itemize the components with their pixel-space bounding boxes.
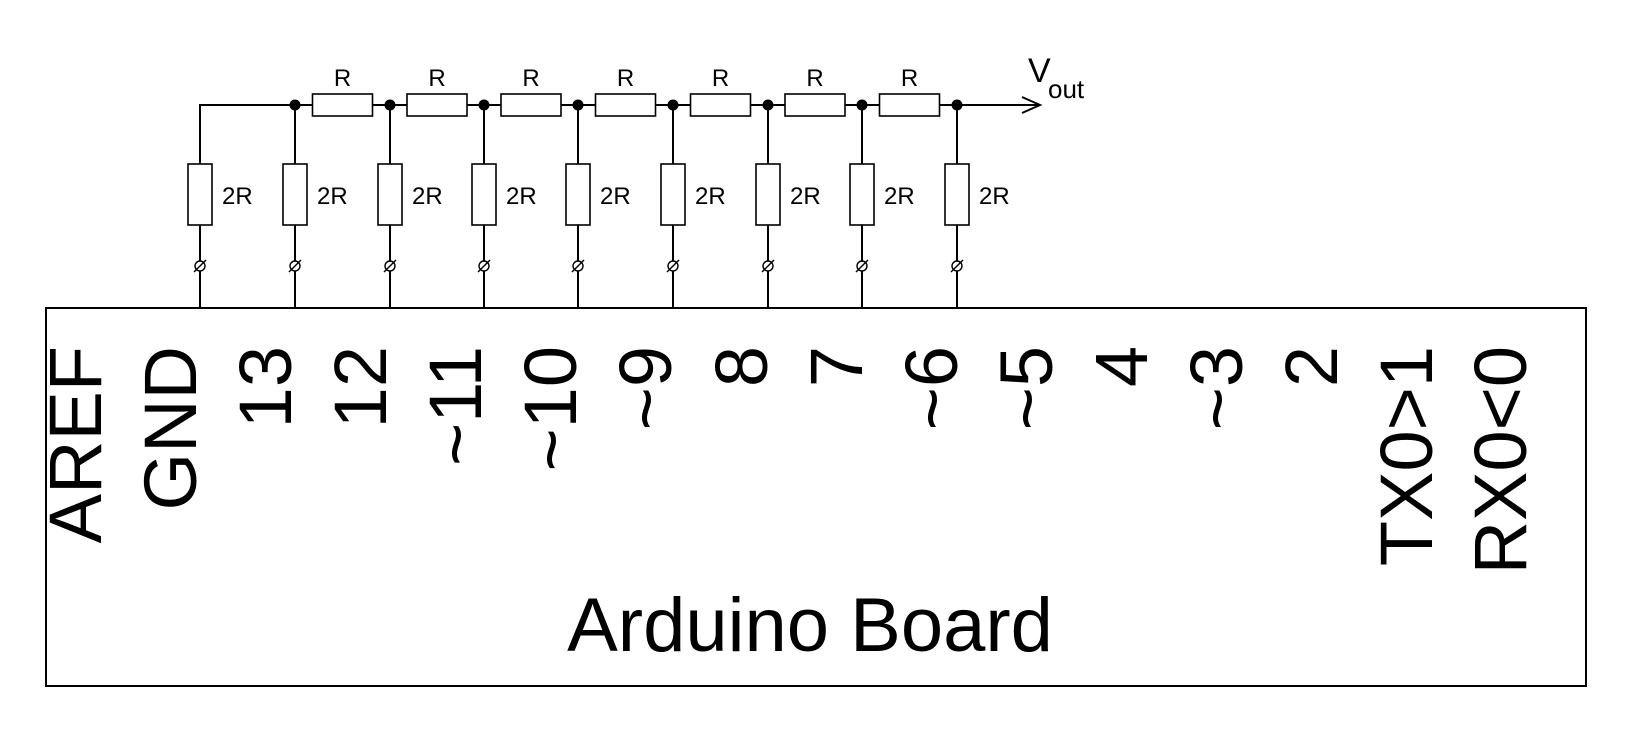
resistor-series-label-6: R: [901, 65, 918, 92]
junction-node-6: [762, 99, 774, 111]
pin-label: RX0<0: [1459, 346, 1542, 574]
resistor-series-0: [311, 93, 374, 117]
resistor-shunt-label-3: 2R: [506, 183, 537, 210]
resistor-shunt-3: [471, 163, 497, 226]
junction-node-1: [289, 99, 301, 111]
junction-node-4: [572, 99, 584, 111]
resistor-shunt-label-4: 2R: [600, 183, 631, 210]
pin-label: 7: [795, 346, 878, 387]
junction-node-2: [384, 99, 396, 111]
resistor-shunt-4: [565, 163, 591, 226]
pin-label: GND: [129, 346, 212, 510]
pin-label: AREF: [34, 346, 117, 543]
resistor-series-5: [784, 93, 846, 117]
resistor-series-label-4: R: [712, 65, 729, 92]
pin-label: ~5: [985, 346, 1068, 430]
wire-ladder-start: [199, 104, 295, 164]
resistor-shunt-label-0: 2R: [222, 183, 253, 210]
vout-symbol: V: [1028, 52, 1051, 90]
pin-label: ~3: [1175, 346, 1258, 430]
resistor-series-label-0: R: [334, 65, 351, 92]
vout-label: V out: [1028, 52, 1085, 104]
terminal-slash-8: [950, 259, 964, 273]
resistor-series-4: [689, 93, 752, 117]
junction-node-7: [856, 99, 868, 111]
pin-label: TX0>1: [1365, 346, 1448, 566]
resistor-ladder: R R R R R R R 2R 2R 2R 2R 2R 2R 2R 2R 2R: [187, 65, 1043, 308]
terminal-slash-6: [761, 259, 775, 273]
terminal-slash-3: [477, 259, 491, 273]
terminal-slash-2: [383, 259, 397, 273]
junction-node-3: [478, 99, 490, 111]
resistor-series-6: [878, 93, 941, 117]
pin-label: ~10: [509, 346, 592, 472]
pin-label: 13: [224, 346, 307, 428]
pin-label: ~9: [604, 346, 687, 430]
pin-label: ~11: [414, 346, 497, 466]
resistor-shunt-0: [187, 163, 213, 226]
resistor-shunt-8: [944, 163, 970, 226]
output-arrow: [1021, 96, 1043, 114]
resistor-series-1: [406, 93, 468, 117]
resistor-shunt-5: [660, 163, 686, 226]
resistor-shunt-label-7: 2R: [884, 183, 915, 210]
terminal-slash-5: [666, 259, 680, 273]
resistor-shunt-7: [849, 163, 875, 226]
arduino-board-outline: [45, 307, 1587, 687]
resistor-shunt-label-5: 2R: [695, 183, 726, 210]
resistor-shunt-label-2: 2R: [412, 183, 443, 210]
vout-subscript: out: [1048, 74, 1085, 104]
terminal-slash-7: [855, 259, 869, 273]
resistor-series-label-5: R: [806, 65, 823, 92]
resistor-shunt-label-6: 2R: [790, 183, 821, 210]
pin-label: 12: [319, 346, 402, 428]
resistor-shunt-1: [282, 163, 308, 226]
resistor-series-label-3: R: [617, 65, 634, 92]
pin-label: 8: [700, 346, 783, 387]
resistor-shunt-label-8: 2R: [979, 183, 1010, 210]
junction-node-5: [667, 99, 679, 111]
resistor-series-label-1: R: [428, 65, 445, 92]
pin-label: 2: [1270, 346, 1353, 387]
resistor-shunt-label-1: 2R: [317, 183, 348, 210]
resistor-series-3: [594, 93, 657, 117]
resistor-shunt-2: [377, 163, 403, 226]
resistor-shunt-6: [755, 163, 781, 226]
terminal-slash-0: [193, 259, 207, 273]
board-title: Arduino Board: [567, 583, 1053, 668]
resistor-series-label-2: R: [522, 65, 539, 92]
terminal-slash-4: [571, 259, 585, 273]
junction-node-8: [951, 99, 963, 111]
pin-label: 4: [1080, 346, 1163, 387]
pin-label: ~6: [890, 346, 973, 430]
resistor-series-2: [500, 93, 562, 117]
terminal-slash-1: [288, 259, 302, 273]
